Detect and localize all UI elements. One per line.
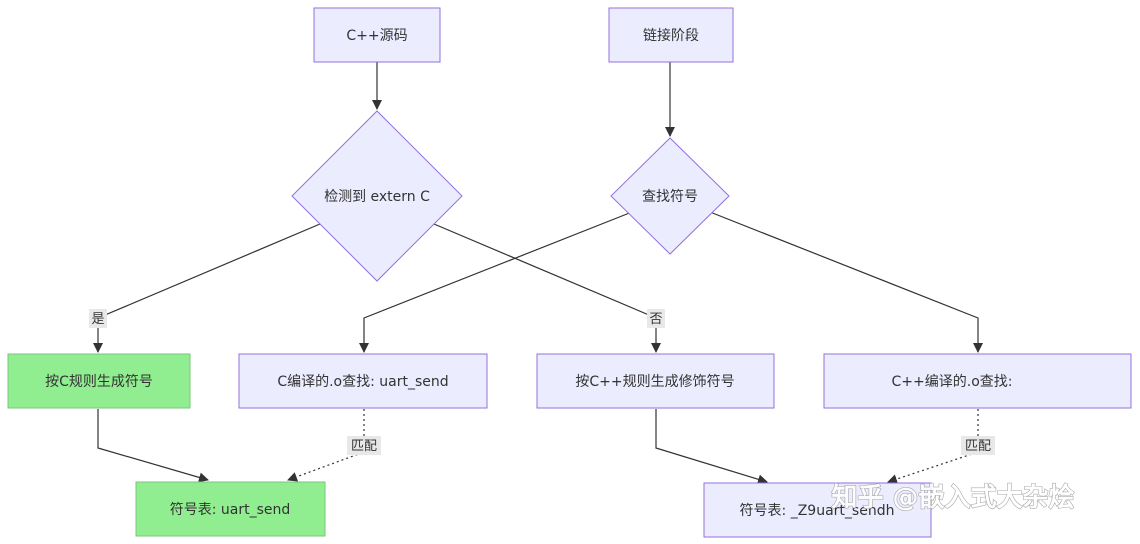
node-link-stage: 链接阶段 [608,7,734,63]
svg-text:检测到 extern C: 检测到 extern C [324,189,430,205]
node-symtab-cpp: 符号表: _Z9uart_sendh [703,482,932,538]
edge-label-yes: 是 [89,309,107,328]
edge-cpp-rule-to-symtab [655,409,768,485]
svg-text:匹配: 匹配 [965,439,991,454]
edge-c-rule-to-symtab [97,409,209,483]
node-cpp-source: C++源码 [313,7,441,63]
svg-text:查找符号: 查找符号 [642,189,698,205]
edge-label-no: 否 [647,309,665,328]
edge-cpp-obj-to-symtab-match [887,409,979,484]
svg-text:C编译的.o查找: uart_send: C编译的.o查找: uart_send [277,374,448,390]
edge-find-to-c-obj [359,211,633,353]
svg-text:否: 否 [649,312,662,327]
svg-text:是: 是 [91,312,104,327]
edge-detect-to-c-rule [93,223,321,353]
edge-label-match-right: 匹配 [961,436,995,455]
svg-text:链接阶段: 链接阶段 [643,27,699,44]
svg-text:符号表: uart_send: 符号表: uart_send [170,502,291,518]
node-detect-extern-c: 检测到 extern C [291,110,463,282]
svg-text:C++编译的.o查找:: C++编译的.o查找: [892,374,1013,390]
svg-text:C++源码: C++源码 [346,28,407,44]
edge-c-obj-to-symtab-match [287,409,365,482]
nodes: C++源码 链接阶段 检测到 extern C 查找符号 按C规则生成符号 C编… [7,7,1132,538]
edge-label-match-left: 匹配 [347,436,381,455]
svg-text:按C++规则生成修饰符号: 按C++规则生成修饰符号 [575,374,734,390]
svg-text:匹配: 匹配 [351,439,377,454]
node-c-rule-symbol: 按C规则生成符号 [7,353,191,409]
svg-text:按C规则生成符号: 按C规则生成符号 [45,374,153,390]
edge-find-to-cpp-obj [709,211,983,353]
watermark: 知乎 @嵌入式大杂烩 [831,482,1074,513]
node-cpp-obj-lookup: C++编译的.o查找: [823,353,1132,409]
node-cpp-rule-symbol: 按C++规则生成修饰符号 [536,353,775,409]
edges [93,62,983,485]
edge-labels: 是 否 匹配 匹配 [89,309,995,455]
node-find-symbol: 查找符号 [610,137,730,255]
node-symtab-c: 符号表: uart_send [135,481,326,537]
node-c-obj-lookup: C编译的.o查找: uart_send [238,353,488,409]
svg-text:符号表: _Z9uart_sendh: 符号表: _Z9uart_sendh [740,503,895,519]
edge-detect-to-cpp-rule [433,223,661,353]
